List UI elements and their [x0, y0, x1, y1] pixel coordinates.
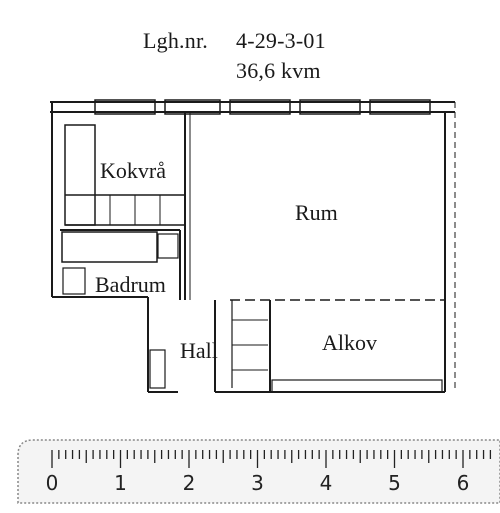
- toilet: [62, 267, 86, 295]
- ruler: 0 1 2 3 4 5 6: [17, 439, 500, 504]
- room-label-kitchen: Kokvrå: [100, 158, 166, 183]
- ruler-label: 6: [457, 471, 470, 495]
- apartment-number: 4-29-3-01: [236, 28, 326, 53]
- room-label-main: Rum: [295, 200, 338, 225]
- window: [229, 99, 291, 115]
- kitchen-counter: [64, 124, 96, 226]
- window: [369, 99, 431, 115]
- ruler-label: 2: [183, 471, 196, 495]
- window: [94, 99, 156, 115]
- ruler-label: 0: [46, 471, 59, 495]
- room-label-alcove: Alkov: [322, 330, 377, 355]
- ruler-label: 5: [388, 471, 401, 495]
- ruler-label: 1: [114, 471, 127, 495]
- hall-closet: [149, 349, 166, 389]
- room-label-hall: Hall: [180, 338, 218, 363]
- window: [299, 99, 361, 115]
- apartment-area: 36,6 kvm: [236, 58, 321, 83]
- ruler-label: 3: [251, 471, 264, 495]
- window: [164, 99, 221, 115]
- bathtub: [61, 231, 158, 263]
- sink: [157, 233, 179, 259]
- window: [271, 379, 443, 393]
- ruler-label: 4: [320, 471, 333, 495]
- room-label-bathroom: Badrum: [95, 272, 166, 297]
- apartment-number-label: Lgh.nr.: [143, 28, 208, 53]
